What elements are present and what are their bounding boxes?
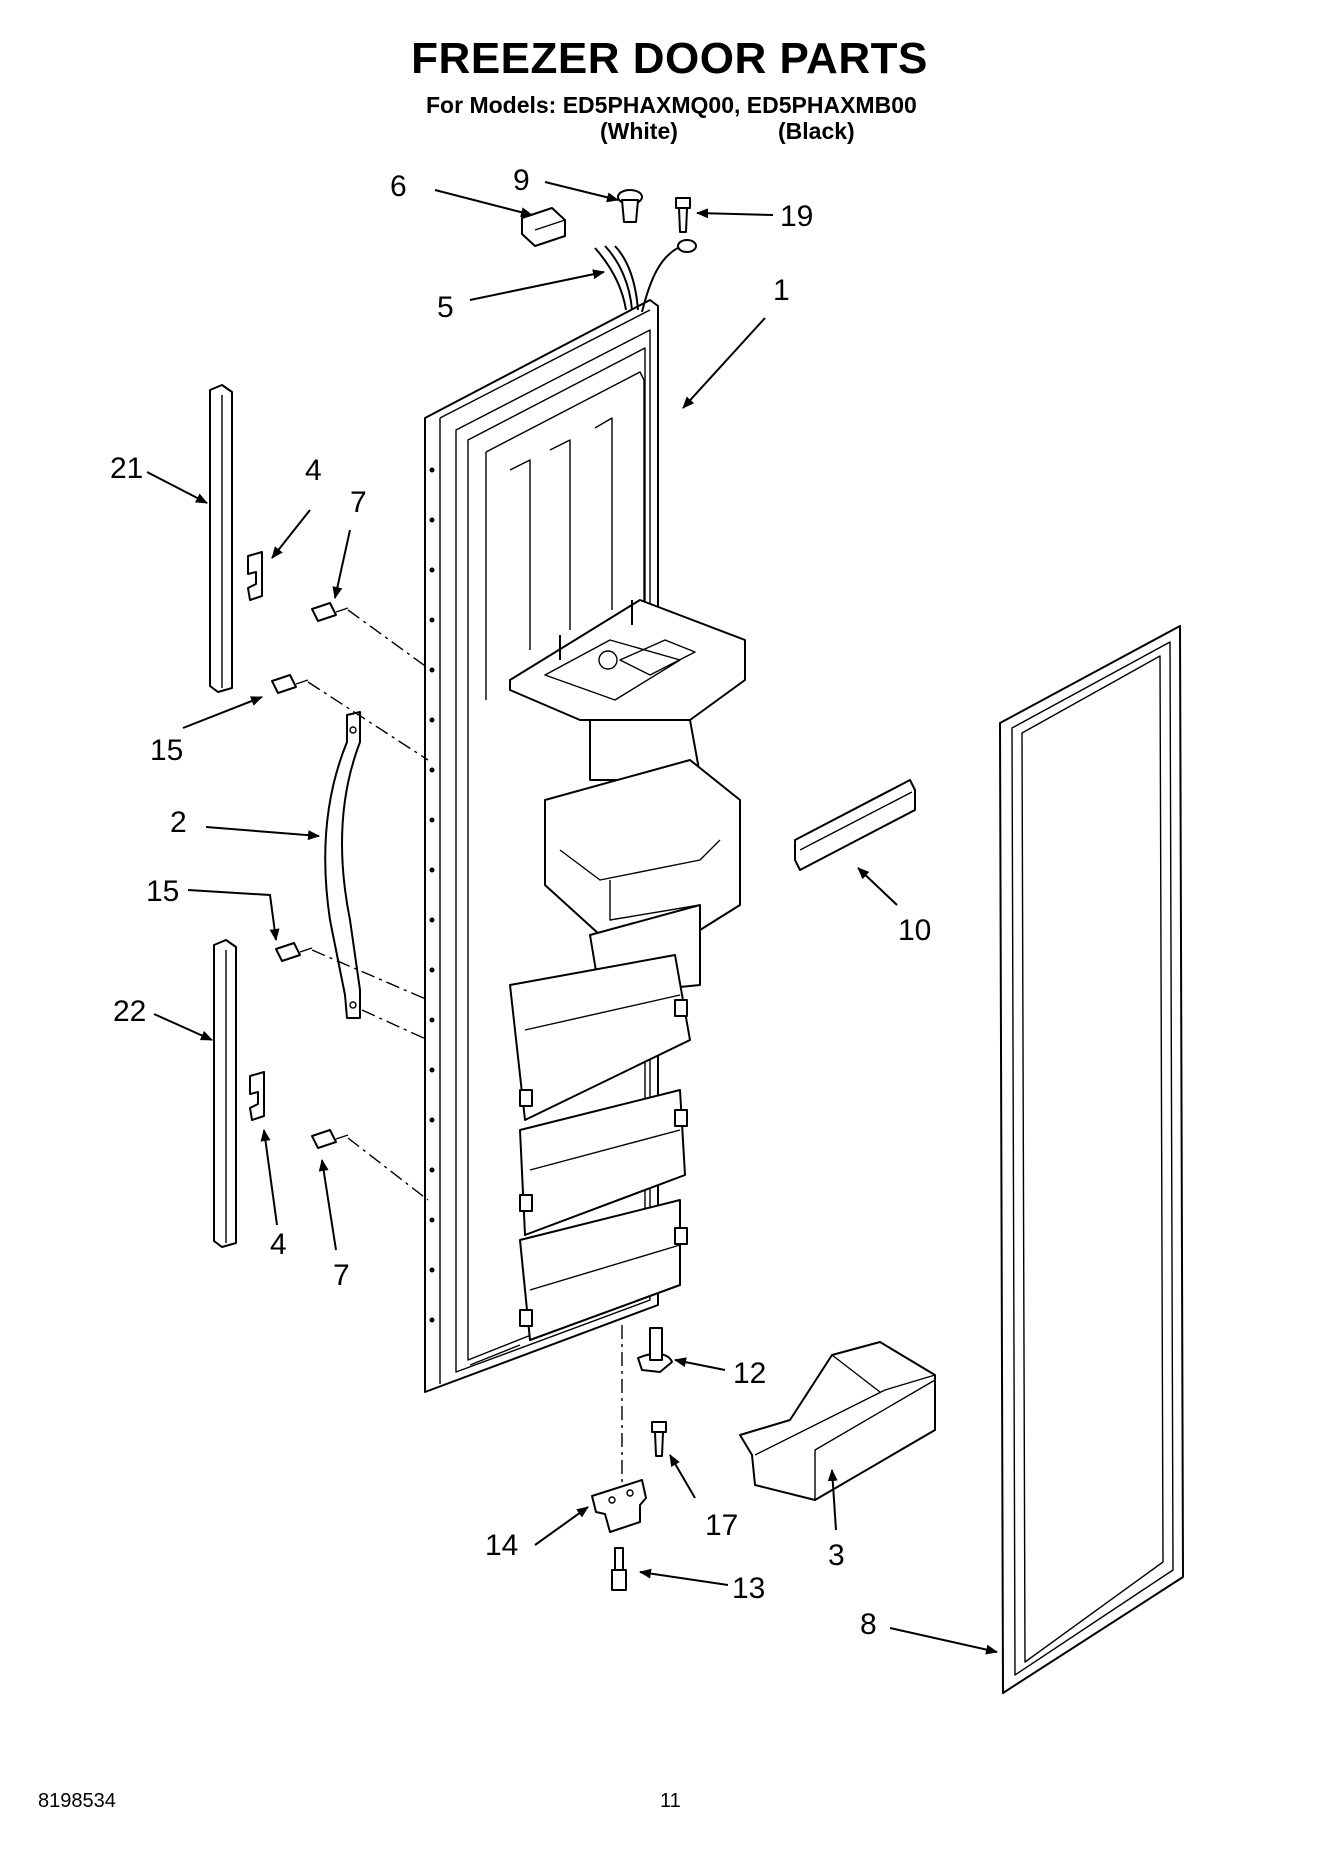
screw-part bbox=[611, 1421, 667, 1591]
callout-4-upper: 4 bbox=[305, 454, 322, 487]
callout-4-lower: 4 bbox=[270, 1228, 287, 1261]
callout-12: 12 bbox=[733, 1357, 766, 1390]
variant-black-label: (Black) bbox=[778, 118, 855, 144]
connector-part bbox=[521, 207, 566, 247]
hinge-bracket-part bbox=[591, 1479, 647, 1533]
callout-21: 21 bbox=[110, 452, 143, 485]
callout-15-lower: 15 bbox=[146, 875, 179, 908]
page-title: FREEZER DOOR PARTS bbox=[411, 34, 928, 83]
clip-upper-part bbox=[247, 551, 263, 601]
callout-19: 19 bbox=[780, 200, 813, 233]
trim-strip-upper-part bbox=[209, 384, 233, 693]
hinge-pin-part bbox=[637, 1327, 673, 1373]
callout-7-lower: 7 bbox=[333, 1259, 350, 1292]
callout-14: 14 bbox=[485, 1529, 518, 1562]
page-number: 11 bbox=[660, 1790, 681, 1812]
door-handle-part bbox=[324, 711, 361, 1019]
callout-3: 3 bbox=[828, 1539, 845, 1572]
callout-13: 13 bbox=[732, 1572, 765, 1605]
clip-lower-part bbox=[249, 1071, 265, 1121]
plug-part bbox=[617, 189, 643, 223]
trim-strip-lower-part bbox=[213, 939, 237, 1248]
callout-2: 2 bbox=[170, 806, 187, 839]
shelf-trim-part bbox=[794, 779, 916, 871]
callout-7-upper: 7 bbox=[350, 486, 367, 519]
callout-6: 6 bbox=[390, 170, 407, 203]
screw-part bbox=[675, 197, 691, 233]
callout-leaders bbox=[146, 181, 998, 1655]
screw-part bbox=[271, 602, 349, 1149]
callout-5: 5 bbox=[437, 291, 454, 324]
wire-harness-part bbox=[594, 239, 697, 313]
callout-9: 9 bbox=[513, 164, 530, 197]
document-number: 8198534 bbox=[38, 1790, 116, 1812]
callout-15-upper: 15 bbox=[150, 734, 183, 767]
door-gasket-part bbox=[999, 625, 1184, 1694]
callout-10: 10 bbox=[898, 914, 931, 947]
callout-22: 22 bbox=[113, 995, 146, 1028]
variant-white-label: (White) bbox=[600, 118, 678, 144]
models-line: For Models: ED5PHAXMQ00, ED5PHAXMB00 bbox=[426, 92, 917, 118]
door-bin-part bbox=[739, 1341, 936, 1501]
callout-8: 8 bbox=[860, 1608, 877, 1641]
callout-1: 1 bbox=[773, 274, 790, 307]
door-panel-part bbox=[424, 299, 746, 1393]
callout-17: 17 bbox=[705, 1509, 738, 1542]
